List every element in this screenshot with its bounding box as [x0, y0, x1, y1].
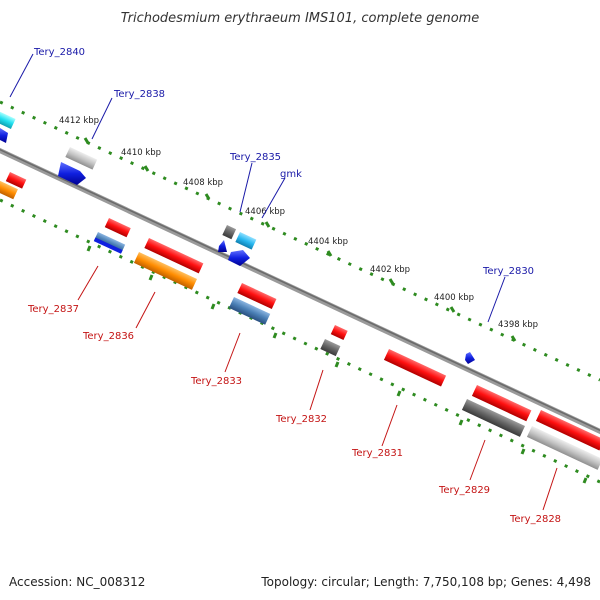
gene-label-tery-2831[interactable]: Tery_2831	[351, 448, 403, 459]
gene-tery-2837[interactable]	[93, 232, 126, 254]
gene-label-tery-2832[interactable]: Tery_2832	[275, 414, 327, 425]
gene-label-tery-2833[interactable]: Tery_2833	[190, 376, 242, 387]
ruler-tick-mark	[334, 361, 340, 368]
tick-label: 4398 kbp	[498, 320, 538, 330]
genome-backbone	[0, 147, 600, 435]
leader-tery-2830	[487, 276, 506, 323]
gene-feature-blue-arrow-2[interactable]	[228, 250, 250, 266]
leader-tery-2838	[91, 97, 113, 140]
ruler-tick-mark	[204, 193, 211, 200]
ruler-tick-mark	[388, 278, 395, 285]
gene-feature-blue-left[interactable]	[0, 128, 8, 143]
gene-label-tery-2838[interactable]: Tery_2838	[113, 89, 165, 100]
gene-gmk[interactable]	[235, 232, 257, 250]
reverse-gene-labels: Tery_2837 Tery_2836 Tery_2833 Tery_2832 …	[27, 304, 561, 525]
tick-label: 4412 kbp	[59, 116, 99, 126]
tick-label: 4402 kbp	[370, 265, 410, 275]
leader-tery-2832	[309, 369, 324, 411]
ruler-tick-mark	[510, 335, 517, 342]
ruler-tick-mark	[396, 390, 402, 397]
gene-label-tery-2840[interactable]: Tery_2840	[33, 47, 85, 58]
ruler-tick-mark	[143, 165, 150, 172]
gene-tery-2832[interactable]	[320, 339, 341, 357]
tick-label: 4404 kbp	[308, 237, 348, 247]
leader-tery-2837	[77, 265, 99, 301]
gene-tery-2835[interactable]	[222, 225, 237, 240]
gene-feature-red-1[interactable]	[104, 218, 131, 238]
genome-summary-text: Topology: circular; Length: 7,750,108 bp…	[260, 575, 591, 589]
gene-features	[0, 108, 600, 470]
gene-label-tery-2828[interactable]: Tery_2828	[509, 514, 561, 525]
gene-feature-tery-2830-mark[interactable]	[465, 352, 475, 364]
gene-tery-2828[interactable]	[526, 426, 600, 470]
gene-tery-2836[interactable]	[133, 252, 198, 290]
leader-tery-2833	[224, 332, 241, 373]
leader-tery-2836	[135, 291, 156, 329]
inner-ruler-major-ticks	[86, 245, 588, 484]
gene-feature-blue-arrow[interactable]	[58, 162, 86, 185]
gene-feature-red-4[interactable]	[330, 325, 348, 340]
outer-ruler	[0, 100, 600, 382]
forward-label-leaders	[9, 53, 506, 323]
ruler-tick-mark	[326, 250, 333, 257]
gene-tery-2840[interactable]	[0, 108, 16, 129]
accession-text: Accession: NC_008312	[9, 575, 145, 589]
leader-tery-2828	[542, 467, 558, 511]
genome-backbone-core	[0, 148, 600, 432]
gene-feature-red-5[interactable]	[471, 385, 532, 422]
ruler-tick-mark	[458, 419, 464, 426]
ruler-tick-mark	[272, 332, 278, 339]
ruler-tick-mark	[520, 448, 526, 455]
tick-label: 4408 kbp	[183, 178, 223, 188]
reverse-label-leaders	[77, 265, 558, 511]
gene-feature-blue-small[interactable]	[218, 240, 227, 252]
gene-tery-2831[interactable]	[383, 349, 447, 387]
gene-label-tery-2830[interactable]: Tery_2830	[482, 266, 534, 277]
inner-ruler	[0, 198, 600, 484]
gene-feature-orange-left[interactable]	[0, 180, 18, 200]
outer-ruler-major-ticks	[83, 137, 517, 342]
tick-label: 4400 kbp	[434, 293, 474, 303]
ruler-tick-mark	[582, 477, 588, 484]
leader-tery-2835	[239, 162, 253, 213]
tick-label: 4410 kbp	[121, 148, 161, 158]
leader-tery-2831	[381, 404, 398, 447]
forward-gene-labels: Tery_2840 Tery_2838 Tery_2835 gmk Tery_2…	[33, 47, 534, 277]
gene-feature-red-6[interactable]	[535, 410, 600, 451]
gene-feature-red-left[interactable]	[5, 172, 27, 189]
ruler-tick-mark	[264, 221, 271, 228]
map-title: Trichodesmium erythraeum IMS101, complet…	[121, 11, 480, 26]
gene-feature-red-3[interactable]	[237, 283, 277, 310]
ruler-tick-mark	[86, 245, 92, 252]
ruler-tick-mark	[148, 274, 154, 281]
leader-gmk	[261, 177, 286, 219]
gene-tery-2829[interactable]	[461, 399, 526, 437]
ruler-tick-mark	[449, 306, 456, 313]
leader-tery-2840	[9, 53, 34, 98]
gene-tery-2833[interactable]	[228, 297, 271, 325]
gene-label-tery-2836[interactable]: Tery_2836	[82, 331, 134, 342]
ruler-tick-mark	[83, 137, 90, 144]
ruler-tick-labels: 4412 kbp 4410 kbp 4408 kbp 4406 kbp 4404…	[59, 116, 538, 330]
gene-label-tery-2837[interactable]: Tery_2837	[27, 304, 79, 315]
gene-feature-red-2[interactable]	[144, 238, 204, 274]
leader-tery-2829	[469, 439, 486, 481]
gene-label-gmk[interactable]: gmk	[280, 169, 302, 180]
gene-label-tery-2829[interactable]: Tery_2829	[438, 485, 490, 496]
gene-tery-2838[interactable]	[65, 147, 98, 170]
gene-label-tery-2835[interactable]: Tery_2835	[229, 152, 281, 163]
ruler-tick-mark	[210, 303, 216, 310]
